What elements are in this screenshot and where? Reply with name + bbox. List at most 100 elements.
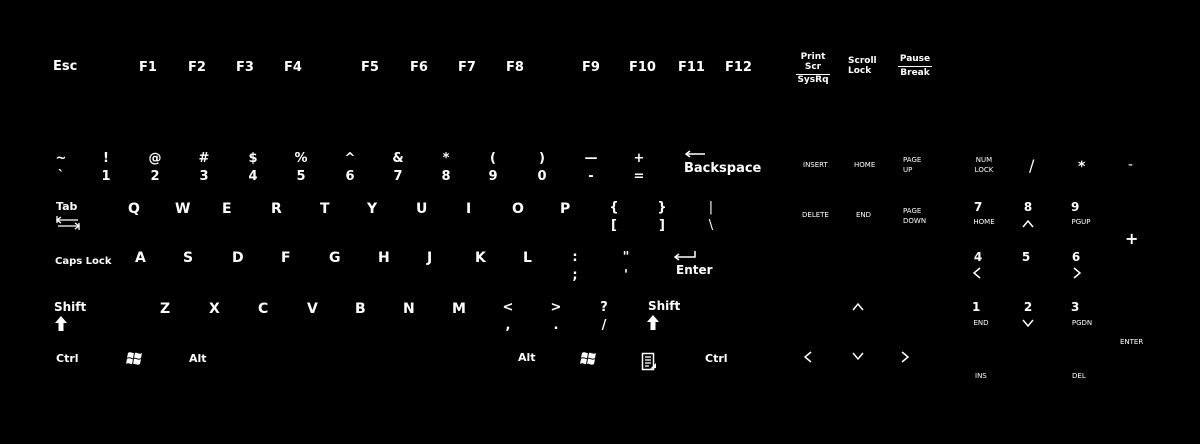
key-b[interactable]: B [355, 301, 366, 317]
key-f8[interactable]: F8 [506, 60, 524, 75]
key-arrow-right[interactable] [901, 351, 913, 365]
key-shift-left[interactable]: Shift [54, 301, 90, 333]
key-arrow-up[interactable] [852, 302, 866, 313]
key-6[interactable]: ^ 6 [341, 152, 359, 183]
key-ctrl-left[interactable]: Ctrl [56, 352, 79, 365]
key-alt-left[interactable]: Alt [189, 352, 207, 365]
key-i[interactable]: I [466, 201, 472, 217]
key-f9[interactable]: F9 [582, 60, 600, 75]
key-k[interactable]: K [475, 250, 486, 266]
key-insert[interactable]: INSERT [803, 161, 828, 169]
key-a[interactable]: A [135, 250, 146, 266]
key-numpad-plus[interactable]: + [1125, 229, 1139, 248]
key-f[interactable]: F [281, 250, 291, 266]
key-alt-right[interactable]: Alt [518, 351, 536, 364]
key-f12[interactable]: F12 [725, 60, 752, 75]
key-caps-lock[interactable]: Caps Lock [55, 256, 112, 267]
key-0[interactable]: ) 0 [533, 152, 551, 183]
key-left-bracket[interactable]: { [ [605, 201, 623, 232]
key-f11[interactable]: F11 [678, 60, 705, 75]
key-end[interactable]: END [856, 211, 872, 219]
key-delete[interactable]: DELETE [802, 211, 829, 219]
key-f2[interactable]: F2 [188, 60, 206, 75]
key-f7[interactable]: F7 [458, 60, 476, 75]
key-n[interactable]: N [403, 301, 415, 317]
key-f6[interactable]: F6 [410, 60, 428, 75]
key-pause-break[interactable]: Pause Break [898, 55, 932, 78]
key-semicolon[interactable]: : ; [566, 251, 584, 282]
key-numpad-2[interactable]: 2 [1019, 301, 1037, 327]
key-f10[interactable]: F10 [629, 60, 656, 75]
key-ctrl-right[interactable]: Ctrl [705, 352, 728, 365]
key-windows-left[interactable] [126, 350, 144, 368]
key-home[interactable]: HOME [854, 161, 876, 169]
key-y[interactable]: Y [367, 201, 378, 217]
key-right-bracket[interactable]: } ] [653, 201, 671, 232]
key-numpad-3[interactable]: 3 PGDN [1069, 301, 1095, 327]
key-s[interactable]: S [183, 250, 194, 266]
key-numpad-ins[interactable]: INS [975, 372, 987, 380]
key-o[interactable]: O [512, 201, 524, 217]
key-numpad-7[interactable]: 7 HOME [971, 201, 997, 226]
key-h[interactable]: H [378, 250, 390, 266]
key-f1[interactable]: F1 [139, 60, 157, 75]
key-numpad-4[interactable]: 4 [971, 251, 985, 279]
key-5[interactable]: % 5 [292, 152, 310, 183]
key-w[interactable]: W [175, 201, 191, 217]
key-g[interactable]: G [329, 250, 341, 266]
key-equals[interactable]: + = [630, 152, 648, 183]
key-scroll-lock[interactable]: Scroll Lock [848, 57, 877, 76]
key-t[interactable]: T [320, 201, 330, 217]
key-numpad-enter[interactable]: ENTER [1120, 338, 1144, 346]
key-q[interactable]: Q [128, 201, 140, 217]
key-comma[interactable]: < , [499, 301, 517, 332]
key-numpad-minus[interactable]: - [1128, 157, 1134, 173]
key-numpad-del[interactable]: DEL [1072, 372, 1086, 380]
key-d[interactable]: D [232, 250, 244, 266]
key-arrow-down[interactable] [852, 352, 866, 362]
key-3[interactable]: # 3 [195, 152, 213, 183]
key-numpad-divide[interactable]: / [1029, 156, 1035, 175]
key-j[interactable]: J [427, 250, 433, 266]
key-period[interactable]: > . [547, 301, 565, 332]
key-r[interactable]: R [271, 201, 282, 217]
key-numpad-6[interactable]: 6 [1069, 251, 1083, 279]
key-print-screen[interactable]: Print Scr SysRq [796, 53, 830, 85]
key-x[interactable]: X [209, 301, 220, 317]
key-z[interactable]: Z [160, 301, 171, 317]
key-1[interactable]: ! 1 [97, 152, 115, 183]
key-backspace[interactable]: Backspace [684, 150, 764, 176]
key-f5[interactable]: F5 [361, 60, 379, 75]
key-quote[interactable]: " ' [617, 251, 635, 282]
key-v[interactable]: V [307, 301, 318, 317]
key-m[interactable]: M [452, 301, 466, 317]
key-c[interactable]: C [258, 301, 269, 317]
key-p[interactable]: P [560, 201, 571, 217]
key-numpad-8[interactable]: 8 [1019, 201, 1037, 228]
key-4[interactable]: $ 4 [244, 152, 262, 183]
key-l[interactable]: L [523, 250, 532, 266]
key-numpad-1[interactable]: 1 END [970, 301, 992, 327]
key-numpad-multiply[interactable]: * [1078, 159, 1086, 175]
key-backslash[interactable]: | \ [702, 201, 720, 232]
key-e[interactable]: E [222, 201, 232, 217]
key-enter[interactable]: Enter [673, 250, 723, 276]
key-8[interactable]: * 8 [437, 152, 455, 183]
key-slash[interactable]: ? / [595, 301, 613, 332]
key-numpad-5[interactable]: 5 [1019, 251, 1033, 263]
key-esc[interactable]: Esc [53, 59, 78, 74]
key-numpad-9[interactable]: 9 PGUP [1069, 201, 1093, 226]
key-f3[interactable]: F3 [236, 60, 254, 75]
key-num-lock[interactable]: NUM LOCK [973, 157, 995, 174]
key-windows-right[interactable] [580, 350, 598, 368]
key-shift-right[interactable]: Shift [646, 300, 682, 332]
key-2[interactable]: @ 2 [146, 152, 164, 183]
key-menu[interactable] [641, 352, 657, 372]
key-backtick[interactable]: ~ ` [52, 152, 70, 183]
key-arrow-left[interactable] [803, 351, 816, 365]
key-7[interactable]: & 7 [389, 152, 407, 183]
key-f4[interactable]: F4 [284, 60, 302, 75]
key-page-up[interactable]: PAGE UP [903, 157, 921, 174]
key-tab[interactable]: Tab [55, 201, 82, 233]
key-page-down[interactable]: PAGE DOWN [903, 208, 926, 225]
